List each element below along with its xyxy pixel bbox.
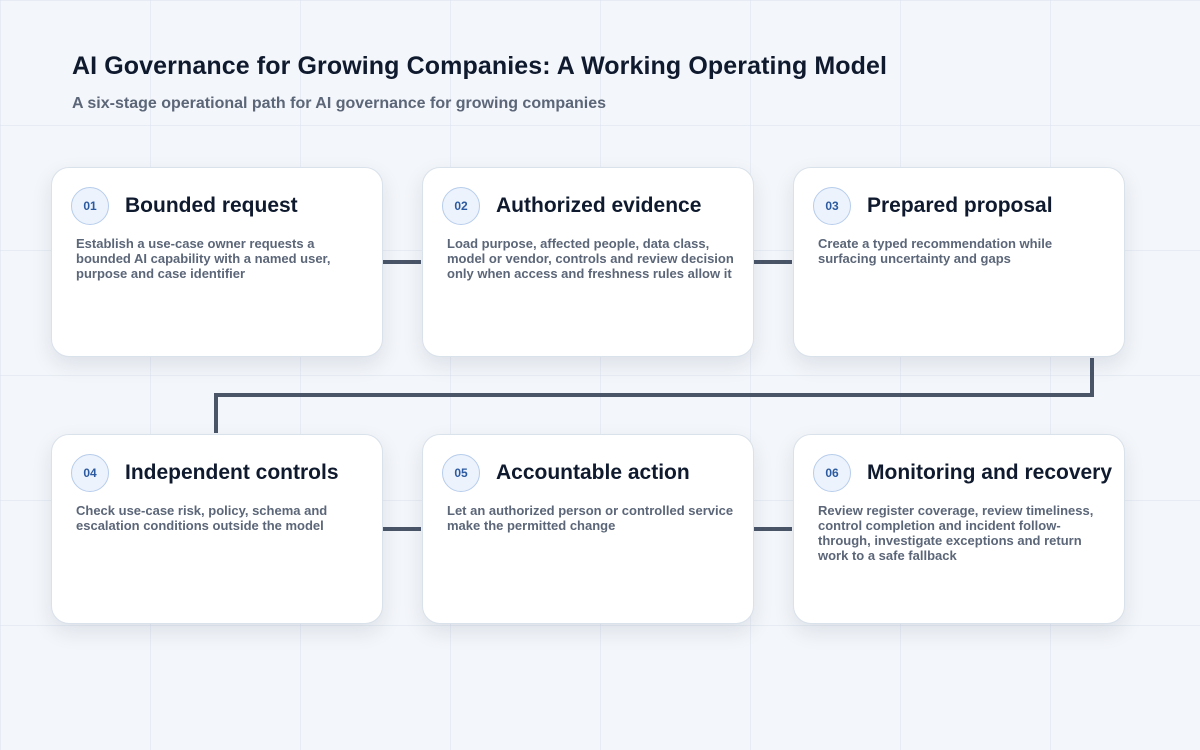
stage-number-badge: 01: [71, 187, 109, 225]
stage-card-02: 02 Authorized evidence Load purpose, aff…: [422, 167, 754, 357]
stage-description: Create a typed recommendation while surf…: [818, 236, 1053, 266]
stage-card-03: 03 Prepared proposal Create a typed reco…: [793, 167, 1125, 357]
stage-title: Bounded request: [125, 194, 298, 217]
stage-card-06: 06 Monitoring and recovery Review regist…: [793, 434, 1125, 624]
stage-card-04: 04 Independent controls Check use-case r…: [51, 434, 383, 624]
stage-title: Prepared proposal: [867, 194, 1053, 217]
stage-number-badge: 03: [813, 187, 851, 225]
stage-description: Review register coverage, review timelin…: [818, 503, 1094, 563]
stage-number-badge: 06: [813, 454, 851, 492]
stage-description: Check use-case risk, policy, schema and …: [76, 503, 328, 533]
stage-number-badge: 02: [442, 187, 480, 225]
stage-description: Establish a use-case owner requests a bo…: [76, 236, 331, 281]
stage-description: Load purpose, affected people, data clas…: [447, 236, 734, 281]
stage-title: Monitoring and recovery: [867, 461, 1113, 484]
connector-03-04: [214, 358, 1094, 433]
page-title: AI Governance for Growing Companies: A W…: [72, 52, 888, 80]
stage-title: Authorized evidence: [496, 194, 702, 217]
stage-card-01: 01 Bounded request Establish a use-case …: [51, 167, 383, 357]
stage-number-badge: 04: [71, 454, 109, 492]
stage-title: Accountable action: [496, 461, 690, 484]
stage-description: Let an authorized person or controlled s…: [447, 503, 734, 533]
stage-card-05: 05 Accountable action Let an authorized …: [422, 434, 754, 624]
page-subtitle: A six-stage operational path for AI gove…: [72, 95, 607, 112]
stage-number-badge: 05: [442, 454, 480, 492]
stage-title: Independent controls: [125, 461, 339, 484]
